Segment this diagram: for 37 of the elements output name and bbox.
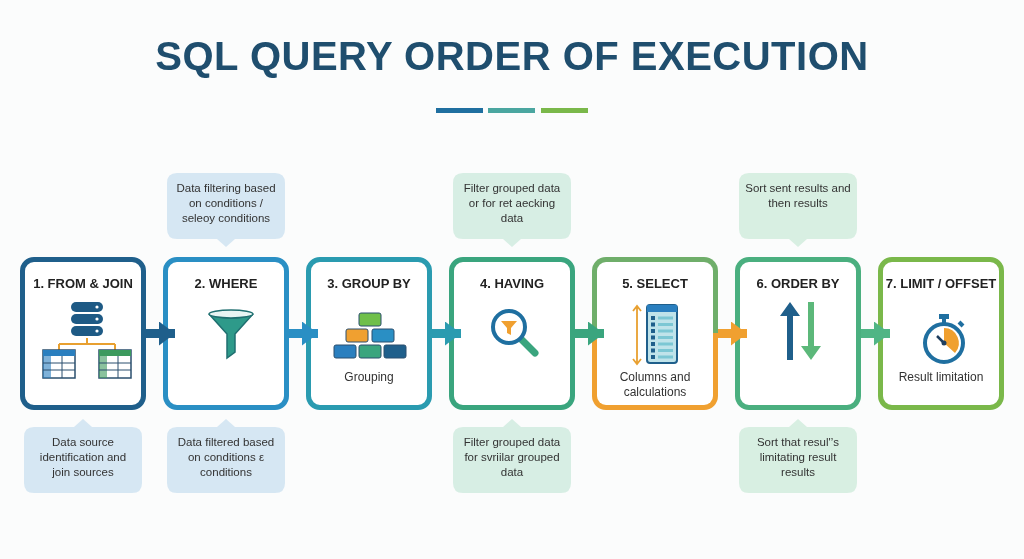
callout-bubble [167, 173, 285, 247]
step-box [449, 257, 575, 410]
step-title: 2. WHERE [193, 276, 259, 291]
step-title: 4. HAVING [478, 276, 546, 291]
step-title: 6. ORDER BY [755, 276, 841, 291]
arrow [146, 321, 175, 346]
arrow [861, 321, 890, 346]
step-title: 5. SELECT [621, 276, 689, 291]
callout-bubble [167, 419, 285, 493]
step-description: Result limitation [897, 370, 985, 385]
callout-text: Filter grouped data or for ret aecking data [462, 181, 562, 226]
arrow [718, 321, 747, 346]
callout-text: Sort sent results and then results [745, 181, 851, 211]
step-description: Columns and calculations [618, 370, 692, 400]
step-box [735, 257, 861, 410]
callout-bubble [24, 419, 142, 493]
callout-text: Data filtered based on conditions ε conditions [176, 435, 276, 480]
callout-text: Data filtering based on conditions / seleoy conditions [175, 181, 277, 226]
title: SQL QUERY ORDER OF EXECUTION [154, 34, 870, 79]
callout-bubble [453, 419, 571, 493]
callout-bubble [739, 419, 857, 493]
arrow [432, 321, 461, 346]
callout-bubble [739, 173, 857, 247]
step-title: 1. FROM & JOIN [32, 276, 134, 291]
step-box [20, 257, 146, 410]
step-box [306, 257, 432, 410]
step-box [163, 257, 289, 410]
step-title: 7. LIMIT / OFFSET [884, 276, 998, 291]
step-description: Grouping [343, 370, 395, 385]
step-title: 3. GROUP BY [326, 276, 412, 291]
arrow [289, 321, 318, 346]
callout-text: Data source identification and join sources [38, 435, 128, 480]
callout-text: Filter grouped data for svriilar grouped data [462, 435, 562, 480]
step-box [878, 257, 1004, 410]
callout-bubble [453, 173, 571, 247]
callout-text: Sort that resul'ʼs limitating result results [755, 435, 841, 480]
arrow [575, 321, 604, 346]
